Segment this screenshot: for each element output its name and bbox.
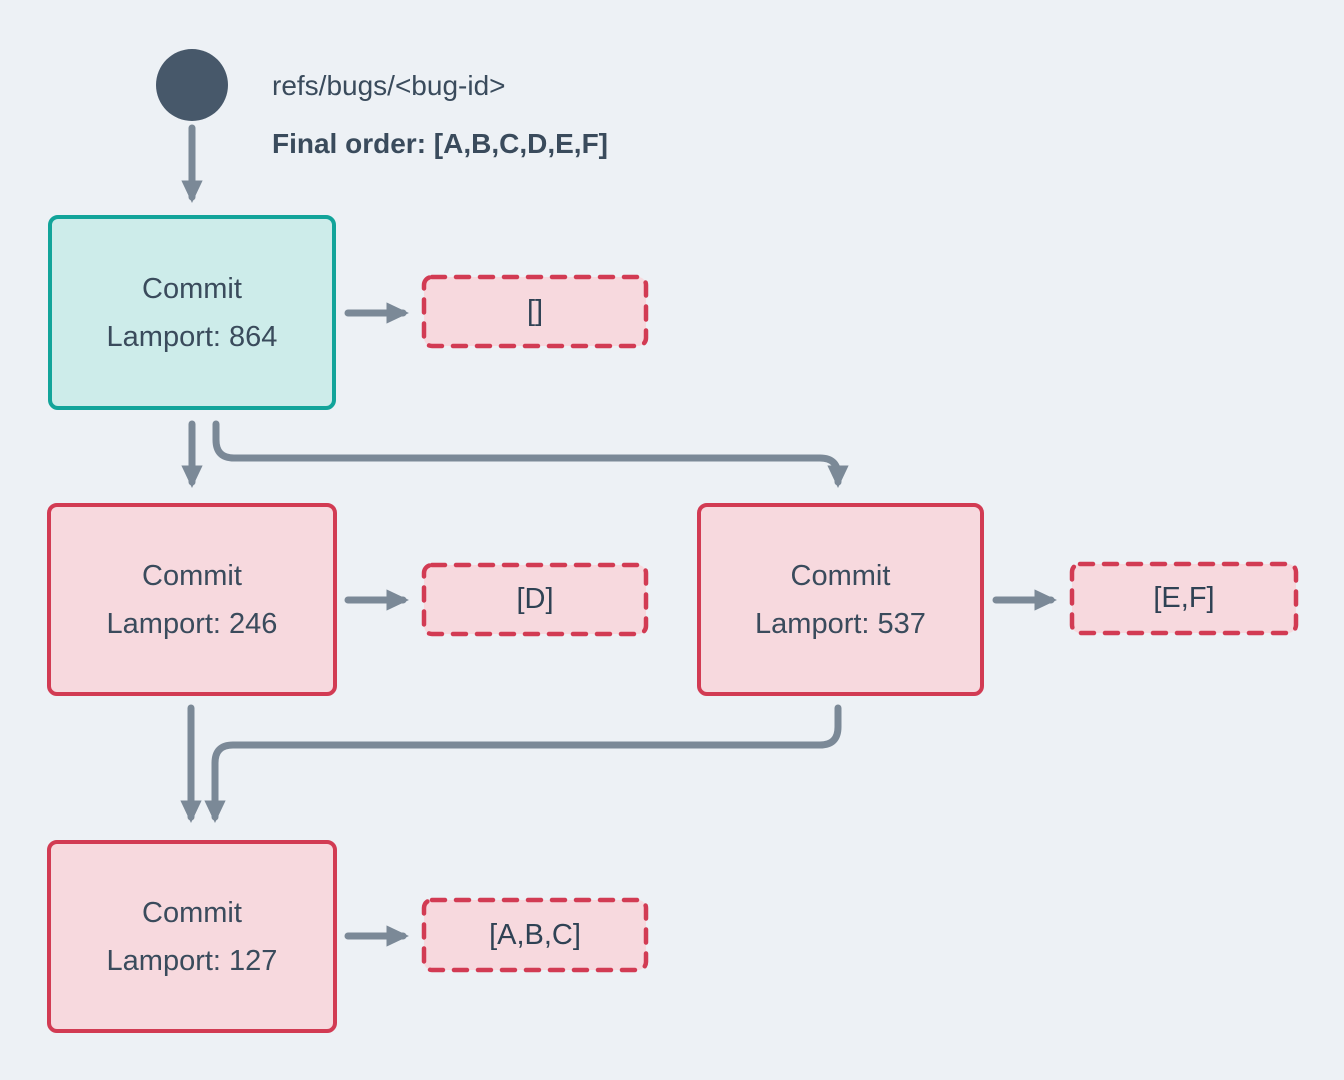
lamport-label: Lamport: 246 — [106, 607, 278, 640]
edge-commit-864-to-commit-537 — [212, 420, 849, 488]
commit-title: Commit — [142, 559, 242, 592]
ref-head-circle — [156, 49, 228, 121]
final-order-label: Final order: [A,B,C,D,E,F] — [272, 128, 608, 159]
commit-title: Commit — [142, 896, 242, 929]
commit-title: Commit — [142, 272, 242, 305]
payload-box-537: [E,F] — [1070, 562, 1298, 635]
payload-value: [D] — [516, 583, 554, 615]
lamport-label: Lamport: 537 — [755, 607, 926, 640]
commit-node-537: Commit Lamport: 537 — [697, 503, 984, 696]
payload-box-864: [] — [422, 275, 648, 348]
payload-box-outline-537 — [1069, 561, 1299, 636]
edge-commit-537-to-commit-127 — [204, 704, 842, 823]
payload-box-outline-864 — [421, 274, 649, 349]
payload-box-outline-246 — [421, 562, 649, 637]
commit-node-127: Commit Lamport: 127 — [47, 840, 337, 1033]
payload-box-outline-127 — [421, 897, 649, 973]
commit-node-246: Commit Lamport: 246 — [47, 503, 337, 696]
payload-box-246: [D] — [422, 563, 648, 636]
payload-value: [] — [526, 295, 544, 327]
ref-name-label: refs/bugs/<bug-id> — [272, 70, 506, 101]
commit-node-864: Commit Lamport: 864 — [48, 215, 336, 410]
commit-title: Commit — [790, 559, 891, 592]
payload-box-127: [A,B,C] — [422, 898, 648, 972]
lamport-label: Lamport: 127 — [106, 944, 278, 977]
payload-value: [A,B,C] — [489, 918, 581, 951]
lamport-label: Lamport: 864 — [106, 320, 278, 353]
payload-value: [E,F] — [1153, 582, 1215, 614]
